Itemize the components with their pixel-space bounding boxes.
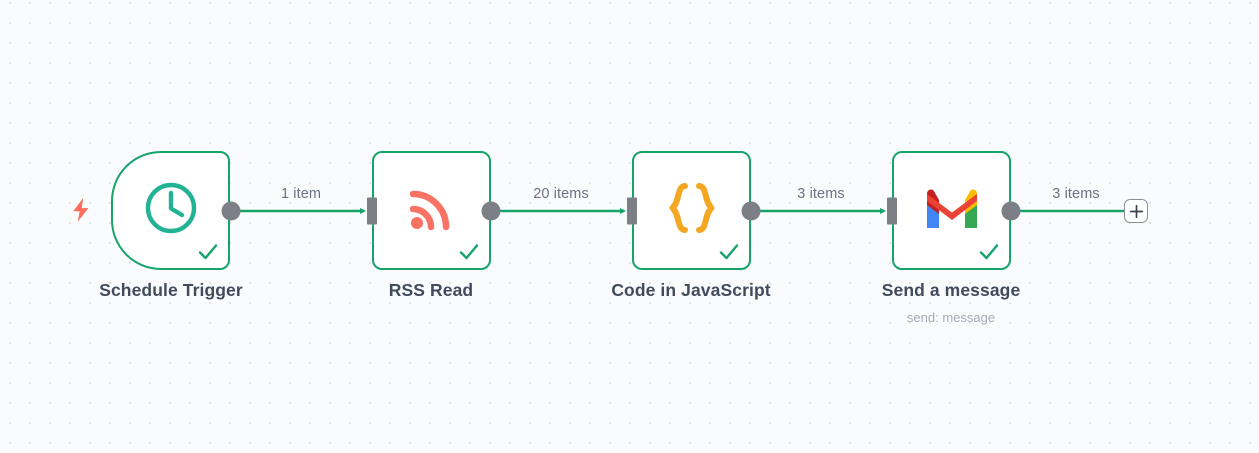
- input-connector-send-a-message[interactable]: [887, 197, 897, 225]
- output-connector-rss-read[interactable]: [481, 201, 501, 221]
- output-connector-send-a-message[interactable]: [1001, 201, 1021, 221]
- node-rss-read[interactable]: [372, 151, 491, 270]
- plus-icon: [1129, 204, 1143, 218]
- node-status-check-icon: [978, 241, 1000, 263]
- curly-braces-icon: [664, 180, 720, 241]
- node-subtitle-send-a-message: send: message: [906, 310, 996, 325]
- gmail-icon: [923, 186, 981, 235]
- node-title-schedule-trigger: Schedule Trigger: [99, 280, 243, 300]
- output-connector-code-in-javascript[interactable]: [741, 201, 761, 221]
- output-connector-schedule-trigger[interactable]: [221, 201, 241, 221]
- node-code-in-javascript[interactable]: [632, 151, 751, 270]
- node-title-rss-read: RSS Read: [388, 280, 474, 300]
- connection-label-4: 3 items: [1052, 186, 1100, 202]
- node-schedule-trigger[interactable]: [111, 151, 230, 270]
- lightning-bolt-icon: [70, 197, 92, 223]
- node-title-code-in-javascript: Code in JavaScript: [611, 280, 771, 300]
- connection-label-3: 3 items: [797, 186, 845, 202]
- add-node-button[interactable]: [1124, 199, 1148, 223]
- node-send-a-message[interactable]: [892, 151, 1011, 270]
- node-status-check-icon: [718, 241, 740, 263]
- connection-label-1: 1 item: [280, 186, 322, 202]
- input-connector-rss-read[interactable]: [367, 197, 377, 225]
- connection-label-2: 20 items: [533, 186, 589, 202]
- rss-icon: [403, 179, 461, 242]
- clock-icon: [141, 178, 201, 243]
- node-status-check-icon: [458, 241, 480, 263]
- node-status-check-icon: [197, 241, 219, 263]
- input-connector-code-in-javascript[interactable]: [627, 197, 637, 225]
- node-title-send-a-message: Send a message: [881, 280, 1021, 300]
